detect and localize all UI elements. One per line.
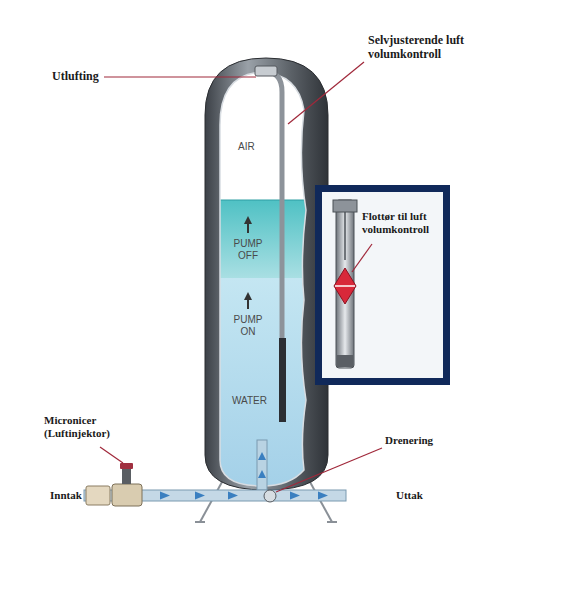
vent-cap xyxy=(255,66,277,76)
stand-leg xyxy=(310,482,332,522)
micronicer-cap xyxy=(120,463,133,469)
up-arrow xyxy=(244,292,252,309)
flow-arrow xyxy=(228,492,238,500)
air-space xyxy=(215,60,315,200)
flow-arrows xyxy=(160,492,328,500)
leader-lines xyxy=(100,62,382,492)
part-label: Utlufting xyxy=(52,70,99,84)
part-label: Micronicer (Luftinjektor) xyxy=(44,414,136,439)
flow-arrow xyxy=(195,492,205,500)
stand-foot xyxy=(327,521,337,523)
port-label: Inntak xyxy=(50,489,82,502)
part-label: Selvjusterende luft volumkontroll xyxy=(368,34,490,62)
flow-arrow xyxy=(290,492,300,500)
port-label: Uttak xyxy=(396,489,423,502)
cutaway-edge xyxy=(220,72,306,486)
leader-line xyxy=(352,244,372,272)
stand-foot xyxy=(195,521,205,523)
float-arrow-mark xyxy=(335,285,355,287)
flow-arrow xyxy=(258,452,266,478)
float-housing xyxy=(279,338,286,422)
water-level xyxy=(215,200,315,201)
level-label: PUMP ON xyxy=(226,314,270,337)
micronicer-stem xyxy=(122,468,131,484)
stand-leg xyxy=(200,482,222,522)
water-body xyxy=(215,278,315,493)
up-arrow xyxy=(244,216,252,233)
float-arrow xyxy=(334,268,356,304)
control-tube xyxy=(266,72,282,340)
leader-line xyxy=(288,62,364,124)
micronicer-body xyxy=(112,484,142,506)
leader-line xyxy=(276,448,382,492)
zone-label: AIR xyxy=(238,141,255,153)
zone-label: WATER xyxy=(232,395,267,407)
float-tube-top xyxy=(333,200,357,212)
water-band xyxy=(215,200,315,278)
float-rod xyxy=(344,212,346,260)
float-tube-base xyxy=(337,355,353,367)
tank-interior xyxy=(215,60,315,493)
leader-line xyxy=(100,447,123,463)
inset-panel xyxy=(322,192,443,378)
part-label: Flottør til luft volumkontroll xyxy=(362,210,442,235)
part-label: Drenering xyxy=(385,434,433,447)
inlet-fitting xyxy=(86,486,110,505)
leader-line xyxy=(104,76,256,77)
level-arrows xyxy=(244,216,252,309)
inner-pipe xyxy=(257,440,267,490)
flow-arrow xyxy=(160,492,170,500)
flow-arrow xyxy=(318,492,328,500)
inset-frame xyxy=(315,185,450,385)
drain-valve xyxy=(264,490,276,502)
level-label: PUMP OFF xyxy=(226,238,270,261)
